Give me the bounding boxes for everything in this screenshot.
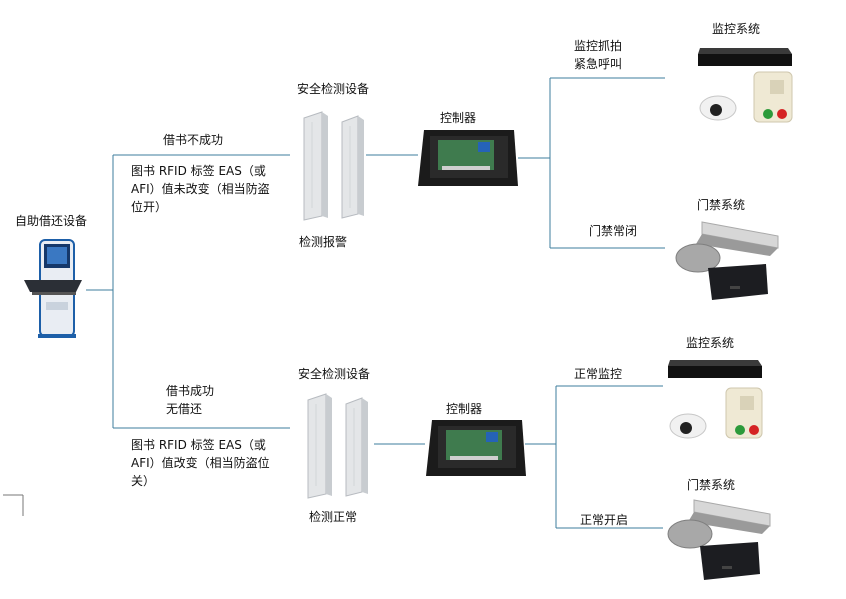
top-monitor-equipment-image xyxy=(698,48,793,123)
top-gate-caption: 检测报警 xyxy=(299,235,348,249)
bottom-status-1: 借书成功 xyxy=(166,384,215,398)
bottom-gate-caption: 检测正常 xyxy=(309,510,358,524)
corner-mark xyxy=(3,494,24,516)
top-gate-title: 安全检测设备 xyxy=(297,82,370,96)
bottom-door-lock-image xyxy=(667,499,771,580)
top-controller-label: 控制器 xyxy=(440,111,477,125)
bottom-door-action: 正常开启 xyxy=(580,513,629,527)
bottom-door-system: 门禁系统 xyxy=(687,478,736,492)
bottom-monitor-equipment-image xyxy=(668,360,763,439)
bottom-monitor-system: 监控系统 xyxy=(686,336,735,350)
top-door-system: 门禁系统 xyxy=(697,198,746,212)
top-monitor-action-1: 监控抓拍 xyxy=(574,39,623,53)
bottom-controller-label: 控制器 xyxy=(446,402,483,416)
top-door-action: 门禁常闭 xyxy=(589,224,638,238)
kiosk-image xyxy=(24,239,82,338)
top-security-gate-image xyxy=(303,111,364,221)
bottom-description: 图书 RFID 标签 EAS（或 AFI）值改变（相当防盗位关） xyxy=(131,438,270,488)
top-description: 图书 RFID 标签 EAS（或 AFI）值未改变（相当防盗位开） xyxy=(131,164,270,214)
bottom-monitor-action: 正常监控 xyxy=(574,367,623,381)
bottom-status-2: 无借还 xyxy=(166,402,203,416)
top-monitor-action-2: 紧急呼叫 xyxy=(574,57,623,71)
top-door-lock-image xyxy=(675,221,779,300)
bottom-security-gate-image xyxy=(307,393,368,499)
top-monitor-system: 监控系统 xyxy=(712,22,761,36)
bottom-controller-image xyxy=(426,420,526,476)
top-status: 借书不成功 xyxy=(163,133,224,147)
kiosk-label: 自助借还设备 xyxy=(15,214,88,228)
bottom-gate-title: 安全检测设备 xyxy=(298,367,371,381)
top-controller-image xyxy=(418,130,518,186)
